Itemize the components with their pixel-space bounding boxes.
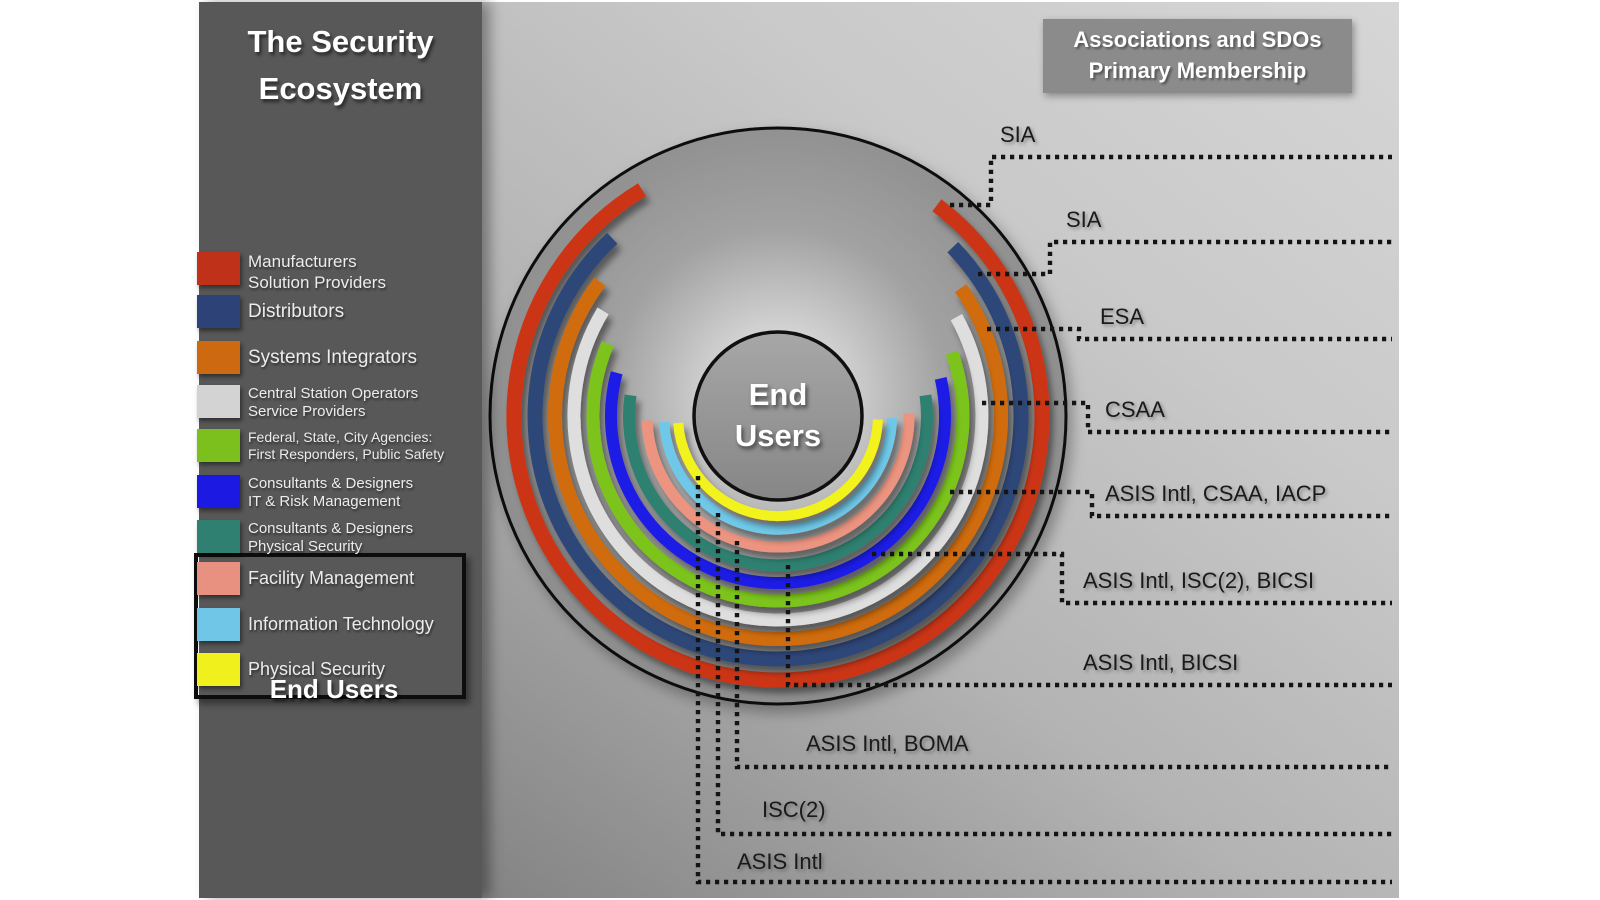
connector-sia [950,154,1392,208]
association-label: ISC(2) [762,797,826,822]
legend-label-line: Systems Integrators [248,347,417,369]
arc-information-technology [659,417,897,535]
association-label: ASIS Intl, CSAA, IACP [1105,481,1327,506]
connector-esa [987,326,1392,342]
association-label: SIA [1066,207,1102,232]
arc-systems-integrators [548,277,1009,646]
legend-swatch [197,385,240,418]
legend-item: Information Technology [197,608,434,642]
legend-item: Physical Security [197,653,385,687]
legend-item: Systems Integrators [197,341,417,375]
legend-label-line: Physical Security [248,538,363,556]
legend-item: Facility Management [197,562,414,596]
legend-label-line: Physical Security [248,659,386,680]
legend-swatch [197,252,240,285]
legend-label-line: Information Technology [248,614,434,635]
legend-label: Distributors [248,300,344,323]
legend-label: Systems Integrators [248,346,417,369]
connector-sia [978,239,1392,277]
legend-label-line: Consultants & Designers [248,520,414,537]
association-label: CSAA [1105,397,1165,422]
connector-asis-intl-bicsi [785,565,1392,688]
arc-federal-state-city-agencies-first-responders-public-safety [586,341,970,608]
legend-swatch [197,653,240,686]
legend-item: Federal, State, City Agencies:First Resp… [197,429,444,463]
sidebar-title: The Security Ecosystem [199,18,482,112]
arc-manufacturers-solution-providers [506,183,1050,688]
legend-label-line: First Responders, Public Safety [248,446,445,463]
end-users-hub-line1: End [748,377,808,412]
connector-csaa [982,400,1392,435]
legend-swatch [197,475,240,508]
association-label: ASIS Intl, BICSI [1083,650,1239,675]
legend-swatch [197,429,240,462]
legend-label-line: Solution Providers [248,272,386,292]
legend-item: Distributors [197,295,344,329]
legend-label-line: Facility Management [248,568,415,589]
connector-asis-intl [695,476,1392,885]
legend-label: Physical Security [248,659,385,681]
associations-header-box: Associations and SDOs Primary Membership [1043,19,1352,93]
legend-label-line: Central Station Operators [248,385,419,402]
sidebar-title-line1: The Security [247,24,434,59]
connector-asis-intl-csaa-iacp [950,489,1392,519]
arc-facility-management [641,413,915,553]
arc-distributors [527,232,1029,667]
end-users-circle [692,330,864,502]
legend-label-line: Service Providers [248,403,366,421]
legend-label: Facility Management [248,568,414,590]
arc-consultants-designers-physical-security [623,394,933,572]
associations-header-line2: Primary Membership [1088,58,1307,83]
legend-label-line: Federal, State, City Agencies: [248,429,433,445]
legend-swatch [197,295,240,328]
connector-asis-intl-boma [734,541,1392,770]
legend-label-line: IT & Risk Management [248,493,401,511]
association-label: ASIS Intl, ISC(2), BICSI [1083,568,1315,593]
end-users-hub-label: End Users [678,374,878,456]
legend-label: Information Technology [248,614,434,636]
legend-swatch [197,562,240,595]
legend-label-line: Manufacturers [248,252,357,271]
end-users-group-label: End Users [269,674,399,704]
arc-physical-security [673,419,883,522]
association-label: SIA [1000,122,1036,147]
legend-label-line: Distributors [248,301,345,323]
legend-label: Federal, State, City Agencies:First Resp… [248,429,444,463]
arc-consultants-designers-it-risk-management [605,371,951,590]
end-users-group-box [194,553,466,699]
legend-swatch [197,520,240,553]
legend-swatch [197,341,240,374]
association-label: ESA [1100,304,1145,329]
sidebar-title-line2: Ecosystem [258,71,423,106]
association-label: ASIS Intl [737,849,823,874]
arc-central-station-operators-service-providers [567,307,989,627]
association-label: ASIS Intl, BOMA [806,731,969,756]
associations-header-line1: Associations and SDOs [1073,27,1322,52]
end-users-hub-line2: Users [734,418,822,453]
legend-label-line: Consultants & Designers [248,475,414,492]
legend-swatch [197,608,240,641]
